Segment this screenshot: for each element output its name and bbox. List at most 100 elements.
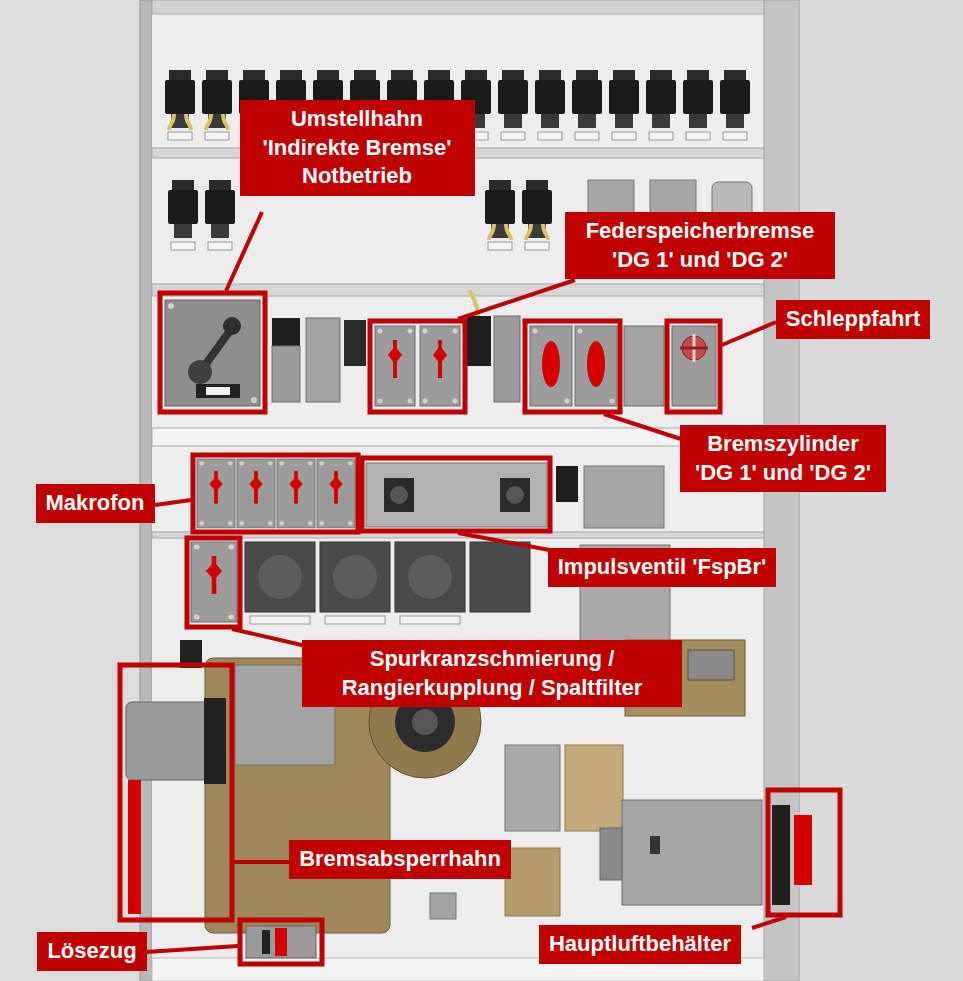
highlight-frame — [667, 321, 720, 412]
highlight-frame — [187, 538, 240, 627]
slot — [650, 836, 660, 854]
cock-plate — [420, 326, 460, 406]
valve-symbol — [720, 70, 750, 140]
highlight-frame — [120, 665, 232, 920]
plug — [467, 316, 491, 366]
callout-label: Bremszylinder 'DG 1' und 'DG 2' — [690, 430, 876, 487]
grey-box — [584, 466, 664, 528]
grey-box — [505, 745, 560, 831]
tag-plate — [400, 616, 460, 624]
red-handle — [794, 815, 812, 885]
plate — [624, 326, 664, 406]
dark-module — [320, 542, 390, 612]
grey-box — [688, 650, 734, 680]
mounting-plate — [152, 0, 764, 981]
flange — [772, 805, 790, 905]
cock-plate — [375, 326, 415, 406]
valve-symbol — [168, 180, 198, 250]
valve-symbol — [572, 70, 602, 140]
dark-module — [408, 555, 452, 599]
highlight-frame — [362, 458, 550, 531]
tag-plate — [250, 616, 310, 624]
callout-box: Makrofon — [36, 484, 155, 523]
callout-label: Spurkranzschmierung / Rangierkupplung / … — [312, 645, 672, 702]
leader-line — [722, 322, 776, 345]
leader-line — [226, 212, 262, 291]
plug — [556, 466, 578, 502]
switch-window — [206, 387, 230, 395]
switch-plate — [196, 384, 240, 398]
highlight-frame — [370, 321, 465, 412]
leader-line — [232, 629, 306, 646]
highlight-frame — [160, 293, 265, 412]
loesezug-plate — [246, 926, 316, 958]
pull-bar — [262, 930, 270, 954]
bremsabsperrhahn-body — [126, 702, 210, 780]
cock-plate — [191, 542, 237, 622]
leader-line — [458, 280, 575, 319]
leader-lines — [146, 212, 786, 952]
highlight-frame — [525, 321, 620, 412]
callout-box: Hauptluftbehälter — [539, 925, 741, 964]
cock-plate — [575, 326, 617, 406]
cock-plate — [317, 459, 355, 528]
leader-line — [458, 533, 560, 552]
valve-symbol — [165, 70, 195, 140]
callout-label: Impulsventil 'FspBr' — [558, 553, 767, 582]
valve-symbol — [609, 70, 639, 140]
callout-label: Makrofon — [46, 489, 145, 518]
highlight-frame — [193, 455, 358, 532]
cock-plate — [237, 459, 275, 528]
knob — [600, 828, 622, 880]
callout-label: Bremsabsperrhahn — [299, 845, 501, 874]
dark-module — [258, 555, 302, 599]
callout-box: Spurkranzschmierung / Rangierkupplung / … — [302, 640, 682, 707]
valve-symbol — [522, 180, 552, 250]
callout-label: Lösezug — [47, 937, 136, 966]
highlight-frame — [768, 790, 840, 915]
plate — [306, 318, 340, 402]
leader-line — [234, 860, 290, 864]
cock-plate — [197, 459, 235, 528]
plate — [672, 326, 716, 406]
dark-module — [470, 542, 530, 612]
callout-box: Umstellhahn 'Indirekte Bremse' Notbetrie… — [240, 100, 475, 196]
valve-symbol — [683, 70, 713, 140]
plug — [272, 318, 300, 346]
callout-box: Bremszylinder 'DG 1' und 'DG 2' — [680, 425, 886, 492]
flange — [204, 698, 226, 784]
callout-box: Schleppfahrt — [776, 300, 930, 339]
umstellhahn-plate — [165, 300, 260, 406]
lever-pivot — [188, 360, 212, 384]
valve-symbol — [485, 180, 515, 250]
valve-symbol — [202, 70, 232, 140]
red-handle — [275, 928, 287, 956]
grey-box — [430, 893, 456, 919]
dark-module — [395, 542, 465, 612]
callout-label: Hauptluftbehälter — [549, 930, 731, 959]
dark-module — [333, 555, 377, 599]
dark-module — [245, 542, 315, 612]
plate — [272, 346, 300, 402]
cock-plate — [277, 459, 315, 528]
valve-body — [384, 478, 414, 512]
red-cock — [680, 347, 708, 350]
plug — [344, 320, 366, 366]
valve-symbol — [535, 70, 565, 140]
callout-box: Bremsabsperrhahn — [289, 840, 511, 879]
hauptluftbehaelter-valve — [622, 800, 762, 905]
tag-plate — [325, 616, 385, 624]
valve-body — [500, 478, 530, 512]
cock-plate — [530, 326, 572, 406]
valve-symbol — [646, 70, 676, 140]
brass-fitting — [412, 709, 438, 735]
highlight-frame — [240, 920, 322, 964]
valve-symbol — [205, 180, 235, 250]
callout-label: Federspeicherbremse 'DG 1' und 'DG 2' — [575, 217, 825, 274]
valve-knob — [390, 486, 408, 504]
impulsventil-plate — [366, 463, 547, 527]
leader-line — [752, 917, 786, 928]
leader-line — [604, 414, 684, 440]
screw — [168, 303, 174, 309]
leader-line — [146, 946, 238, 952]
